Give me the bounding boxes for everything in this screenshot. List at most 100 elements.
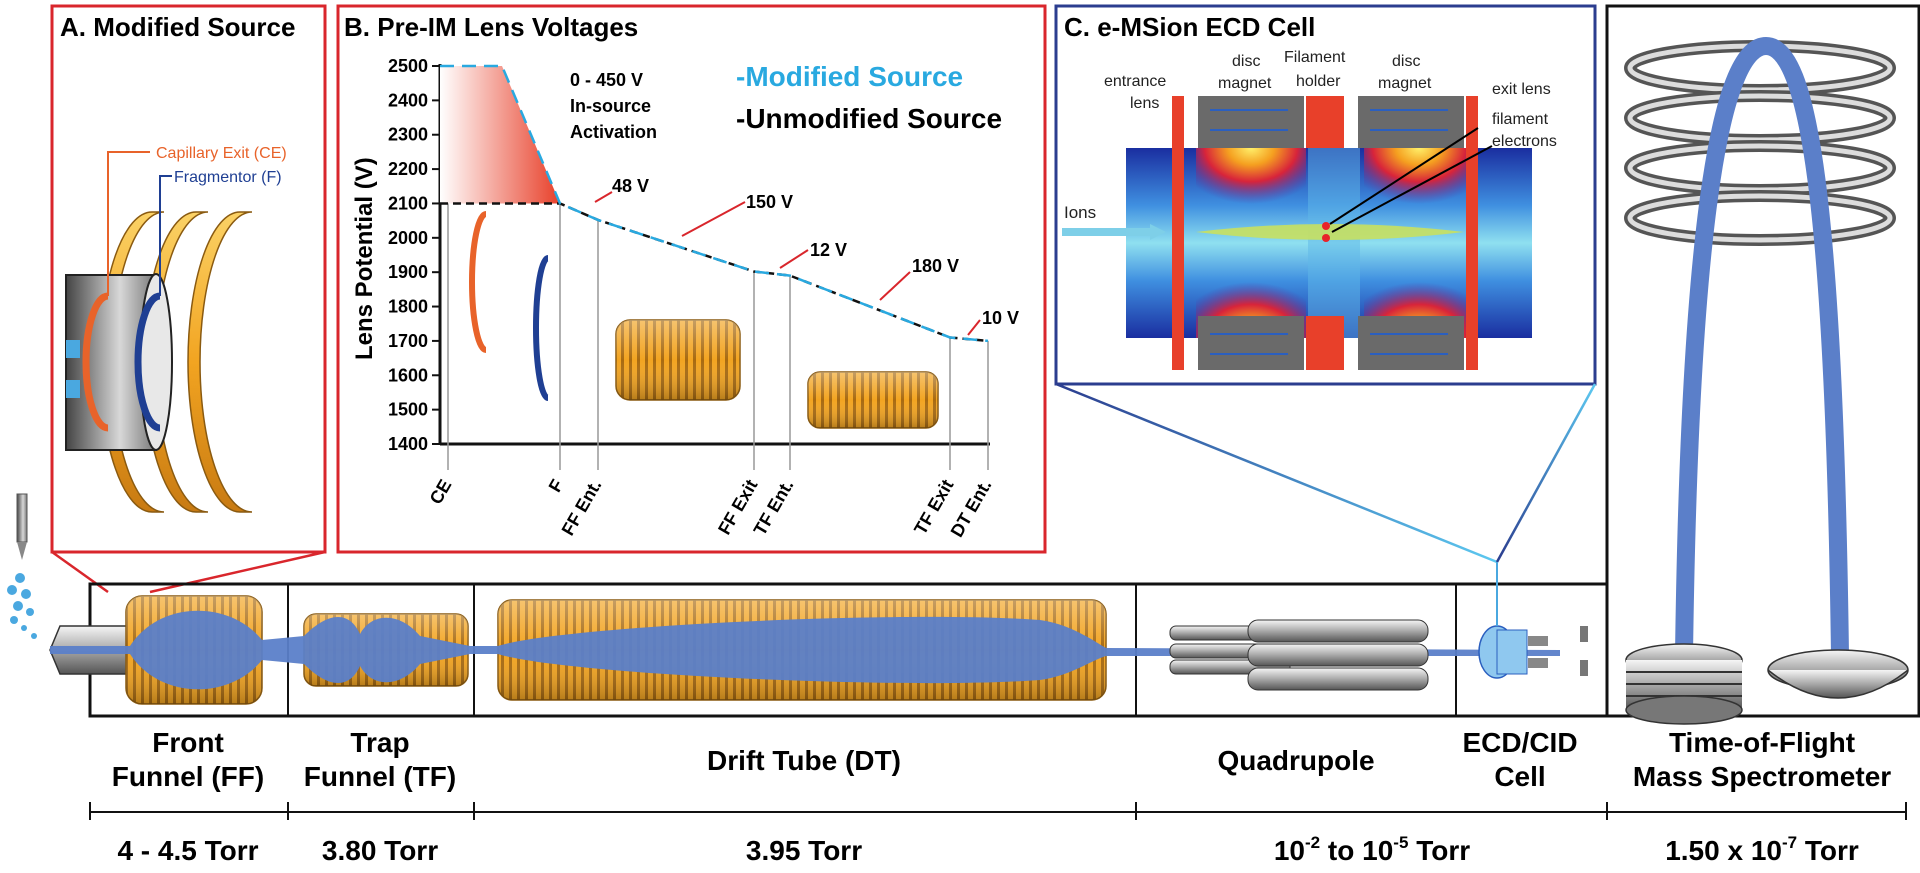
drop-150: 150 V: [746, 192, 793, 212]
tof-frame: [1605, 4, 1920, 718]
section-quad: Quadrupole: [1217, 745, 1374, 776]
electrons-leader: [1331, 145, 1493, 233]
tof-pusher: [1625, 643, 1743, 725]
disc-right-label-1: disc: [1392, 53, 1420, 70]
filament-leader: [1329, 127, 1479, 225]
reflectron-rings: [1624, 40, 1896, 246]
pressure-bracket: [89, 802, 1907, 820]
section-tf-line1: Trap: [350, 727, 409, 758]
y-tick-label: 1900: [388, 262, 428, 282]
y-tick-label: 1600: [388, 365, 428, 385]
y-tick-label: 2200: [388, 159, 428, 179]
drop-leader-10: [967, 319, 981, 336]
disc-left-label-2: magnet: [1218, 75, 1272, 92]
legend-unmodified: -Unmodified Source: [736, 103, 1002, 134]
filament-label: filament: [1492, 111, 1549, 128]
pressure-tf: 3.80 Torr: [322, 835, 438, 866]
ce-label: Capillary Exit (CE): [156, 145, 287, 162]
disc-right-label-2: magnet: [1378, 75, 1432, 92]
pressure-dt: 3.95 Torr: [746, 835, 862, 866]
esi-needle: [7, 493, 37, 639]
tof-instrument: [1605, 4, 1920, 725]
y-tick-label: 2000: [388, 228, 428, 248]
disc-left-label-1: disc: [1232, 53, 1260, 70]
panel-a-frame: [50, 4, 327, 554]
panel-c: C. e-MSion ECD Cell: [1054, 4, 1597, 386]
exit-lens: [1466, 96, 1478, 370]
y-tick-label: 1400: [388, 434, 428, 454]
ce-leader: [107, 151, 150, 296]
section-labels: Front Funnel (FF) Trap Funnel (TF) Drift…: [112, 727, 1891, 792]
entrance-label-2: lens: [1130, 95, 1159, 112]
ce-sketch: [469, 211, 487, 353]
zoom-line-right: [1495, 383, 1597, 563]
quadrupole: [1169, 619, 1429, 691]
filament-dot-top: [1322, 222, 1330, 230]
section-ecd-line2: Cell: [1494, 761, 1545, 792]
activation-voltage: 0 - 450 V: [570, 70, 643, 90]
activation-line2: Activation: [570, 122, 657, 142]
pressure-quad: 10-2 to 10-5 Torr: [1274, 833, 1470, 866]
ions-arrowhead: [1150, 224, 1166, 240]
y-tick-label: 1800: [388, 297, 428, 317]
filament-holder-label-2: holder: [1296, 73, 1341, 90]
pressure-ff: 4 - 4.5 Torr: [117, 835, 258, 866]
filament-dot-bottom: [1322, 234, 1330, 242]
panel-b-frame: [336, 4, 1047, 554]
filament-holder-top: [1306, 96, 1344, 148]
series-modified: [440, 64, 989, 343]
legend-modified: -Modified Source: [736, 61, 963, 92]
ion-beam: [50, 610, 1560, 690]
drop-leader-48: [594, 191, 613, 203]
section-ecd-line1: ECD/CID: [1462, 727, 1577, 758]
disc-magnet-left: [1198, 96, 1304, 370]
drop-48: 48 V: [612, 176, 649, 196]
zoom-a-right: [149, 550, 326, 594]
drop-180: 180 V: [912, 256, 959, 276]
activation-line1: In-source: [570, 96, 651, 116]
section-tof-line1: Time-of-Flight: [1669, 727, 1855, 758]
ff-sketch: [615, 319, 741, 401]
ion-cloud: [1196, 224, 1464, 240]
ions-label: Ions: [1064, 203, 1096, 222]
section-ff-line1: Front: [152, 727, 224, 758]
x-tick-label: CE: [426, 476, 456, 508]
tof-detector: [1767, 649, 1909, 699]
y-tick-label: 2300: [388, 125, 428, 145]
zoom-a-left: [51, 550, 109, 594]
y-tick-label: 2500: [388, 56, 428, 76]
electrons-label: electrons: [1492, 133, 1557, 150]
tof-flight-path: [1675, 36, 1849, 657]
drop-12: 12 V: [810, 240, 847, 260]
panel-b: B. Pre-IM Lens Voltages Lens Potential (…: [336, 4, 1047, 554]
f-sketch: [533, 255, 549, 401]
y-tick-label: 2100: [388, 193, 428, 213]
drop-leader-150: [681, 201, 746, 237]
y-tick-label: 1500: [388, 400, 428, 420]
f-label: Fragmentor (F): [174, 169, 282, 186]
y-tick-label: 2400: [388, 90, 428, 110]
exit-lens-label: exit lens: [1492, 81, 1551, 98]
section-tf-line2: Funnel (TF): [304, 761, 456, 792]
x-tick-label: F: [545, 476, 568, 496]
section-tof-line2: Mass Spectrometer: [1633, 761, 1891, 792]
f-electrode: [134, 292, 161, 432]
drop-leader-180: [879, 271, 911, 301]
entrance-label-1: entrance: [1104, 73, 1166, 90]
y-axis-label: Lens Potential (V): [351, 157, 378, 360]
ecd-cell: [1478, 625, 1588, 679]
drop-10: 10 V: [982, 308, 1019, 328]
ce-electrode: [82, 292, 109, 432]
filament-holder-label-1: Filament: [1284, 49, 1346, 66]
disc-magnet-right: [1358, 96, 1464, 370]
activation-region: [440, 66, 560, 204]
pressure-tof: 1.50 x 10-7 Torr: [1665, 833, 1859, 866]
zoom-line-left: [1055, 382, 1498, 564]
panel-a: A. Modified Source Capillary Exit (CE) F…: [50, 4, 327, 554]
panel-c-title: C. e-MSion ECD Cell: [1064, 12, 1315, 42]
f-leader: [159, 175, 172, 296]
instrument-row: [7, 493, 1609, 718]
panel-b-title: B. Pre-IM Lens Voltages: [344, 12, 638, 42]
drop-leader-12: [779, 249, 809, 269]
section-ff-line2: Funnel (FF): [112, 761, 264, 792]
